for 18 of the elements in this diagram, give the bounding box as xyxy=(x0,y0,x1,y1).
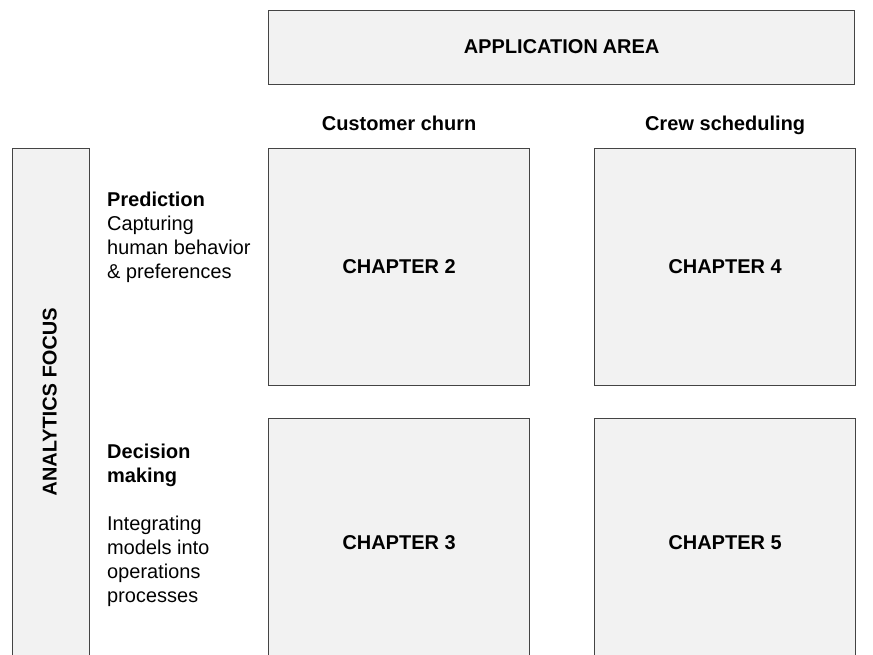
chapter-label: CHAPTER 4 xyxy=(668,256,782,278)
header-box xyxy=(268,10,855,85)
row-description: Integrating models into operations processes xyxy=(107,512,210,608)
chapter-label: CHAPTER 2 xyxy=(342,256,456,278)
side-header-box xyxy=(12,148,90,655)
chapter-box xyxy=(268,418,530,655)
row-description: Capturing human behavior & preferences xyxy=(107,212,252,284)
axis-title: APPLICATION AREA xyxy=(464,36,660,59)
chapter-box xyxy=(594,148,856,386)
column-heading: Customer churn xyxy=(320,112,478,136)
chapter-box xyxy=(594,418,856,655)
axis-title: ANALYTICS FOCUS xyxy=(40,307,62,496)
column-heading: Crew scheduling xyxy=(644,112,806,136)
row-heading: Prediction xyxy=(107,188,206,212)
chapter-label: CHAPTER 5 xyxy=(668,532,782,554)
chapter-box xyxy=(268,148,530,386)
row-heading: Decision making xyxy=(107,440,192,488)
chapter-label: CHAPTER 3 xyxy=(342,532,456,554)
